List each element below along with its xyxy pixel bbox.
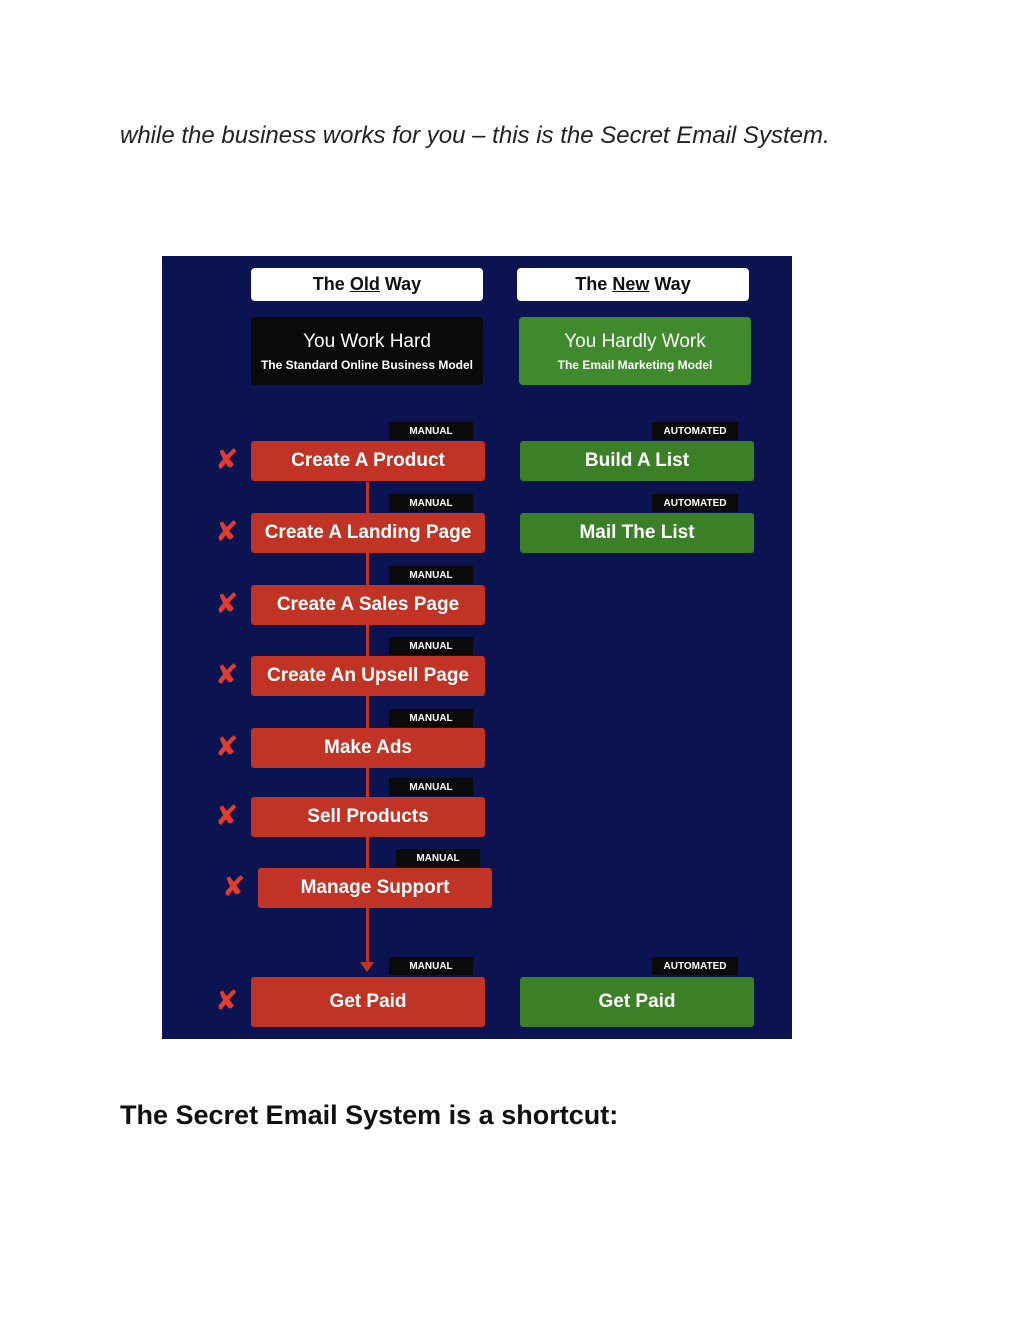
old-way-flow-line (366, 482, 369, 964)
old-step-create-upsell-page: Create An Upsell Page (251, 656, 485, 696)
old-model-box: You Work Hard The Standard Online Busine… (251, 317, 483, 385)
old-model-title: You Work Hard (303, 330, 431, 352)
new-model-box: You Hardly Work The Email Marketing Mode… (519, 317, 751, 385)
old-step-create-product: Create A Product (251, 441, 485, 481)
cross-icon: ✘ (222, 871, 246, 902)
old-way-header: The Old Way (251, 268, 483, 301)
manual-tag: MANUAL (389, 637, 473, 655)
cross-icon: ✘ (215, 444, 239, 475)
manual-tag: MANUAL (389, 709, 473, 727)
cross-icon: ✘ (215, 985, 239, 1016)
new-step-mail-list: Mail The List (520, 513, 754, 553)
new-step-build-list: Build A List (520, 441, 754, 481)
old-step-sell-products: Sell Products (251, 797, 485, 837)
manual-tag: MANUAL (396, 849, 480, 867)
down-arrow-icon (360, 962, 374, 972)
automated-tag: AUTOMATED (652, 422, 738, 440)
new-step-get-paid: Get Paid (520, 977, 754, 1027)
cross-icon: ✘ (215, 588, 239, 619)
cross-icon: ✘ (215, 800, 239, 831)
old-way-header-emphasis: Old (349, 274, 380, 294)
intro-text: while the business works for you – this … (120, 122, 830, 149)
cross-icon: ✘ (215, 659, 239, 690)
cross-icon: ✘ (215, 516, 239, 547)
old-way-header-pre: The (312, 274, 345, 294)
manual-tag: MANUAL (389, 566, 473, 584)
old-way-header-post: Way (384, 274, 422, 294)
old-step-make-ads: Make Ads (251, 728, 485, 768)
manual-tag: MANUAL (389, 957, 473, 975)
new-way-header-pre: The (575, 274, 608, 294)
section-heading: The Secret Email System is a shortcut: (120, 1100, 619, 1130)
cross-icon: ✘ (215, 731, 239, 762)
manual-tag: MANUAL (389, 494, 473, 512)
new-way-header: The New Way (517, 268, 749, 301)
old-step-manage-support: Manage Support (258, 868, 492, 908)
new-model-subtitle: The Email Marketing Model (557, 357, 713, 372)
manual-tag: MANUAL (389, 422, 473, 440)
new-model-title: You Hardly Work (564, 330, 706, 352)
automated-tag: AUTOMATED (652, 957, 738, 975)
old-step-create-landing-page: Create A Landing Page (251, 513, 485, 553)
old-model-subtitle: The Standard Online Business Model (260, 357, 474, 372)
old-vs-new-way-diagram: The Old Way The New Way You Work Hard Th… (162, 256, 792, 1039)
old-step-get-paid: Get Paid (251, 977, 485, 1027)
manual-tag: MANUAL (389, 778, 473, 796)
new-way-header-post: Way (654, 274, 691, 294)
automated-tag: AUTOMATED (652, 494, 738, 512)
new-way-header-emphasis: New (612, 274, 650, 294)
old-step-create-sales-page: Create A Sales Page (251, 585, 485, 625)
